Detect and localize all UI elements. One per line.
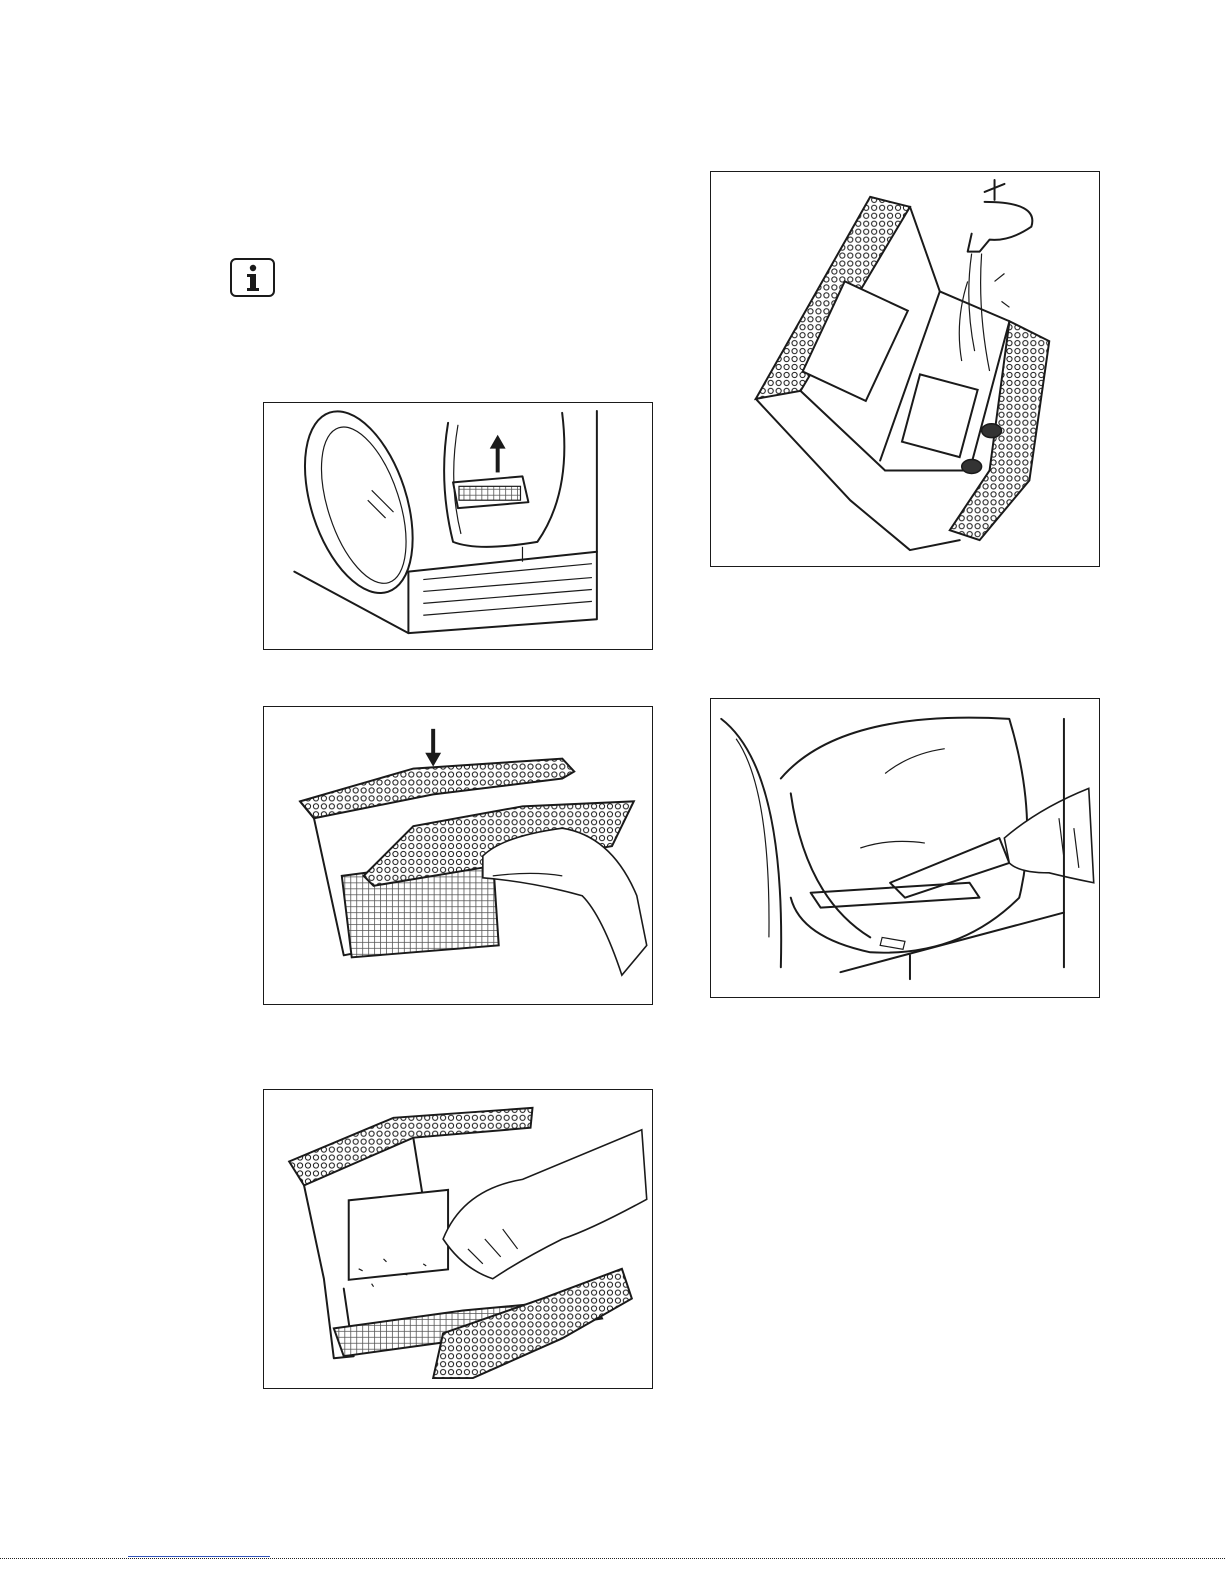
info-icon bbox=[230, 258, 275, 297]
figure-open-filter bbox=[263, 706, 653, 1005]
arrow-down-icon bbox=[425, 729, 441, 767]
footer-divider bbox=[0, 1558, 1225, 1559]
figure-wash-filter bbox=[710, 171, 1100, 567]
figure-remove-filter bbox=[263, 402, 653, 650]
footer-link-underline[interactable] bbox=[128, 1556, 270, 1557]
arrow-up-icon bbox=[490, 435, 506, 473]
figure-clean-filter bbox=[263, 1089, 653, 1389]
figure-vacuum-seat bbox=[710, 698, 1100, 998]
